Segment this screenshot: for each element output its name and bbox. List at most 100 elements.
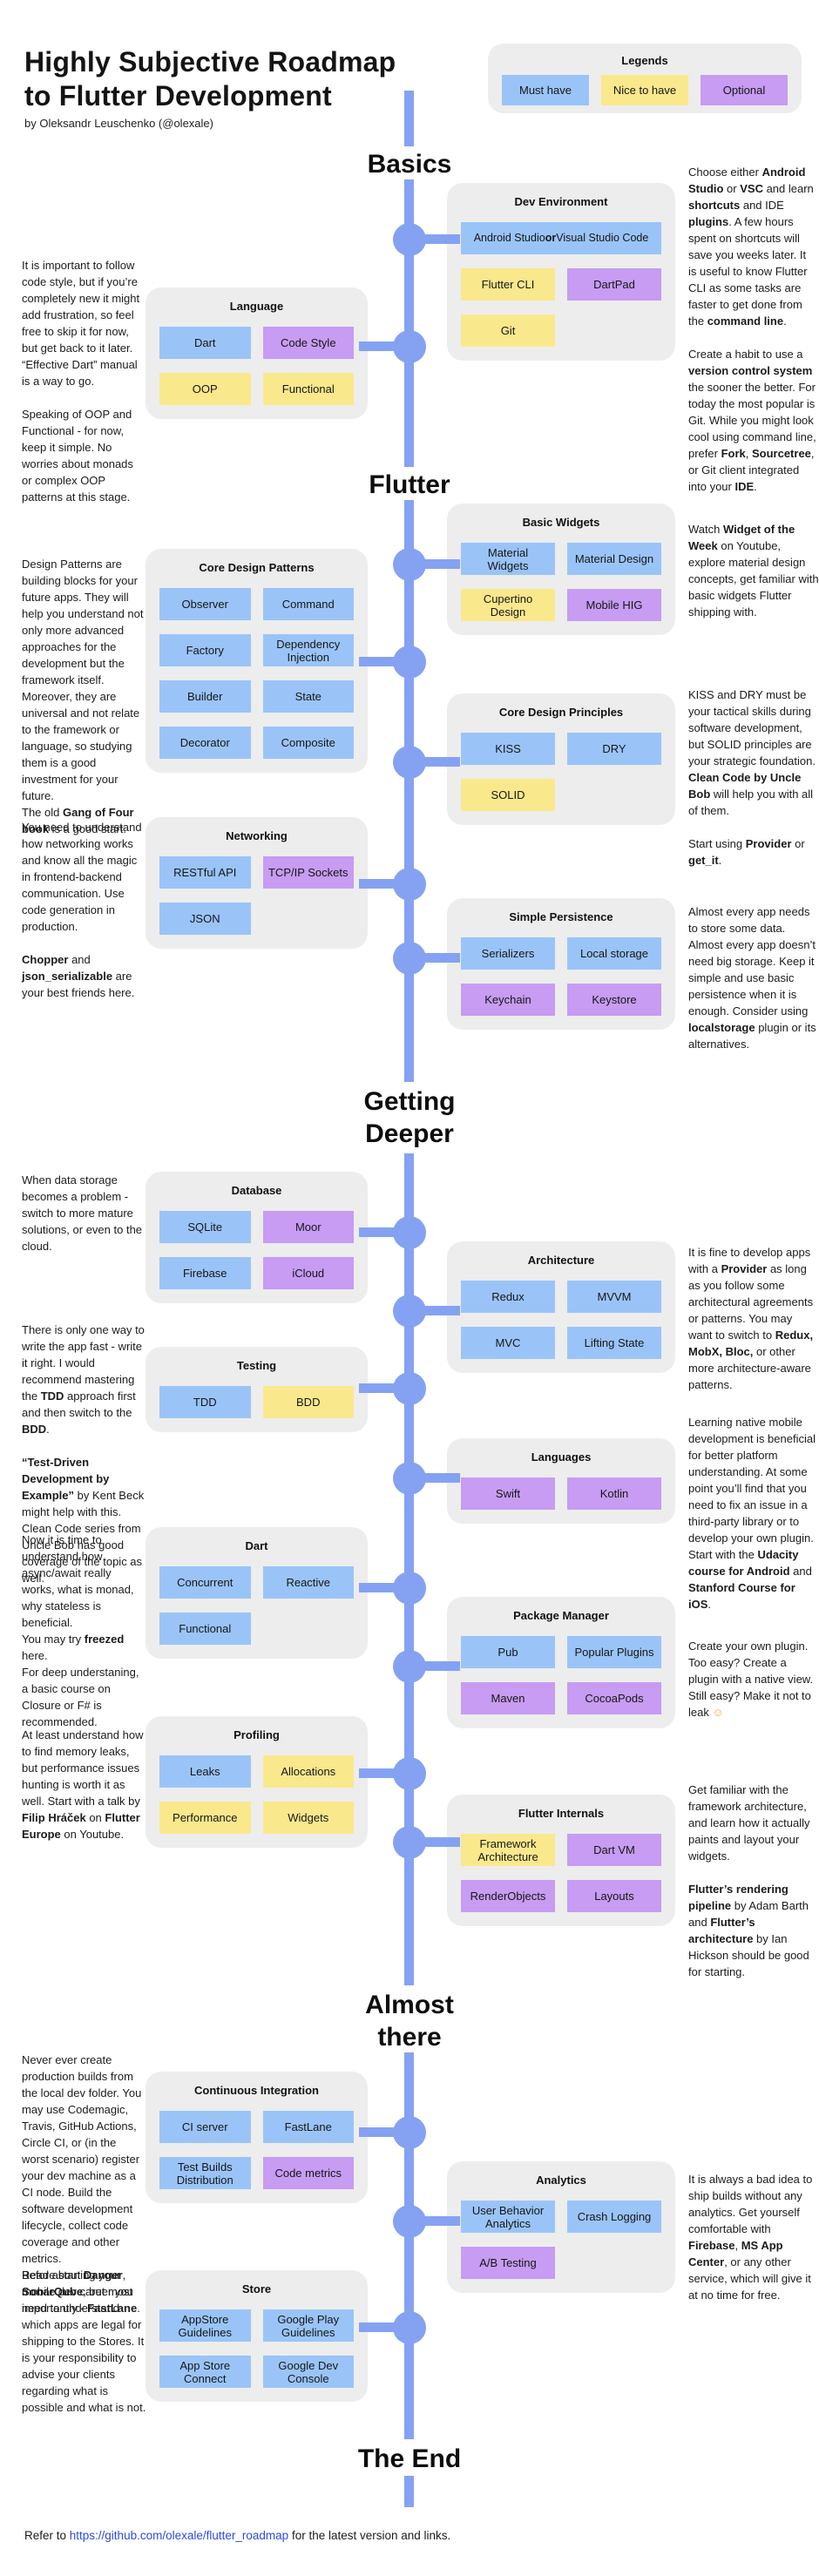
basic-widgets-note: Watch Widget of the Week on Youtube, exp… [688,521,819,620]
text-segment: IDE [734,480,755,493]
timeline-connector-languages [422,1473,460,1483]
chip-row: SOLID [461,779,661,811]
text-segment: plugins [688,215,729,228]
chip-concurrent: Concurrent [159,1566,251,1599]
text-segment: There is only one way to write the app f… [22,1323,145,1403]
timeline-connector-dev-environment [422,234,460,244]
profiling-note: At least understand how to find memory l… [22,1727,146,1842]
text-segment: Create your own plugin. Too easy? Create… [688,1640,814,1719]
chip-solid: SOLID [461,779,555,811]
smiley-face-emoji: ☺ [712,1706,724,1719]
text-segment: on [85,1811,105,1824]
text-segment: Danger [83,2268,123,2282]
timeline-connector-testing [359,1383,397,1393]
text-segment: on Youtube. [60,1828,125,1841]
text-segment: version control system [688,364,813,377]
chip-cupertino-design: Cupertino Design [461,589,555,621]
chip-user-behavior-analytics: User Behavior Analytics [461,2201,555,2233]
roadmap-repo-link[interactable]: https://github.com/olexale/flutter_roadm… [69,2529,289,2542]
section-heading-line: Deeper [365,1119,454,1148]
package-manager-note: Create your own plugin. Too easy? Create… [688,1638,817,1721]
chip-pub: Pub [461,1636,555,1668]
text-segment: Design Patterns are building blocks for … [22,558,144,802]
chip-swift: Swift [461,1477,555,1510]
chip-row: Builder State [159,680,354,713]
text-segment: Now it is time to understand how async/a… [22,1533,134,1629]
chip-functional: Functional [159,1613,251,1645]
text-segment: and IDE [740,199,784,212]
text-segment: Sourcetree [751,447,811,460]
text-segment: Android Studio [473,232,545,244]
internals-note: Get familiar with the framework architec… [688,1782,817,1980]
chip-maven: Maven [461,1682,555,1714]
text-segment: . [718,854,722,867]
chip-allocations: Allocations [262,1755,354,1788]
text-segment: Android Studio [688,166,806,195]
group-title-basic-widgets: Basic Widgets [522,516,600,529]
note-paragraph: It is fine to develop apps with a Provid… [688,1244,819,1393]
section-heading-line: Basics [367,150,452,179]
timeline-segment [404,2476,414,2507]
chip-redux: Redux [461,1281,555,1313]
text-segment: or [791,837,805,850]
chip-builder: Builder [159,680,251,713]
text-segment: command line [707,314,784,328]
chip-tdd: TDD [159,1386,251,1418]
chip-renderobjects: RenderObjects [461,1880,555,1912]
text-segment: At least understand how to find memory l… [22,1728,144,1808]
timeline-dot-language [393,330,426,363]
group-title-simple-persistence: Simple Persistence [509,910,613,923]
text-segment: . [754,480,757,493]
chip-state: State [262,680,354,713]
timeline-connector-basic-widgets [422,559,460,569]
text-segment: You need to understand how networking wo… [22,821,142,933]
text-segment: It is fine to develop apps with a [688,1246,811,1275]
chip-row: A/B Testing [461,2247,661,2279]
section-heading-line: Almost [365,1991,454,2019]
timeline-dot-continuous-integration [393,2116,426,2149]
group-title-core-design-patterns: Core Design Patterns [199,561,315,574]
chip-lifting-state: Lifting State [567,1327,661,1359]
chip-mvvm: MVVM [567,1281,661,1313]
chip-framework-architecture: Framework Architecture [461,1834,555,1866]
page-title-line2: to Flutter Development [24,80,332,112]
code-style-note: It is important to follow code style, bu… [22,257,144,505]
note-paragraph: Before starting your mobile dev career y… [22,2267,146,2416]
text-segment: shortcuts [688,199,741,212]
timeline-connector-database [359,1227,397,1237]
chip-material-design: Material Design [567,543,661,575]
chip-decorator: Decorator [159,727,251,759]
timeline-dot-dev-environment [393,223,426,256]
timeline-dot-languages [393,1462,426,1495]
group-title-networking: Networking [226,829,288,842]
chip-a-b-testing: A/B Testing [461,2247,555,2279]
timeline-connector-flutter-internals [422,1837,460,1847]
chip-keychain: Keychain [461,984,555,1016]
text-segment: , or Git client integrated into your [688,447,815,493]
group-title-store: Store [241,2282,272,2295]
group-title-dart: Dart [245,1539,268,1552]
text-segment: Never ever create production builds from… [22,2053,142,2265]
legend-row: Must have Nice to have Optional [502,75,788,105]
note-paragraph: Flutter’s rendering pipeline by Adam Bar… [688,1881,817,1980]
chip-oop: OOP [159,373,251,405]
note-paragraph: There is only one way to write the app f… [22,1322,146,1437]
text-segment: or [545,232,557,244]
text-segment: BDD [22,1423,47,1436]
chip-performance: Performance [159,1802,251,1834]
